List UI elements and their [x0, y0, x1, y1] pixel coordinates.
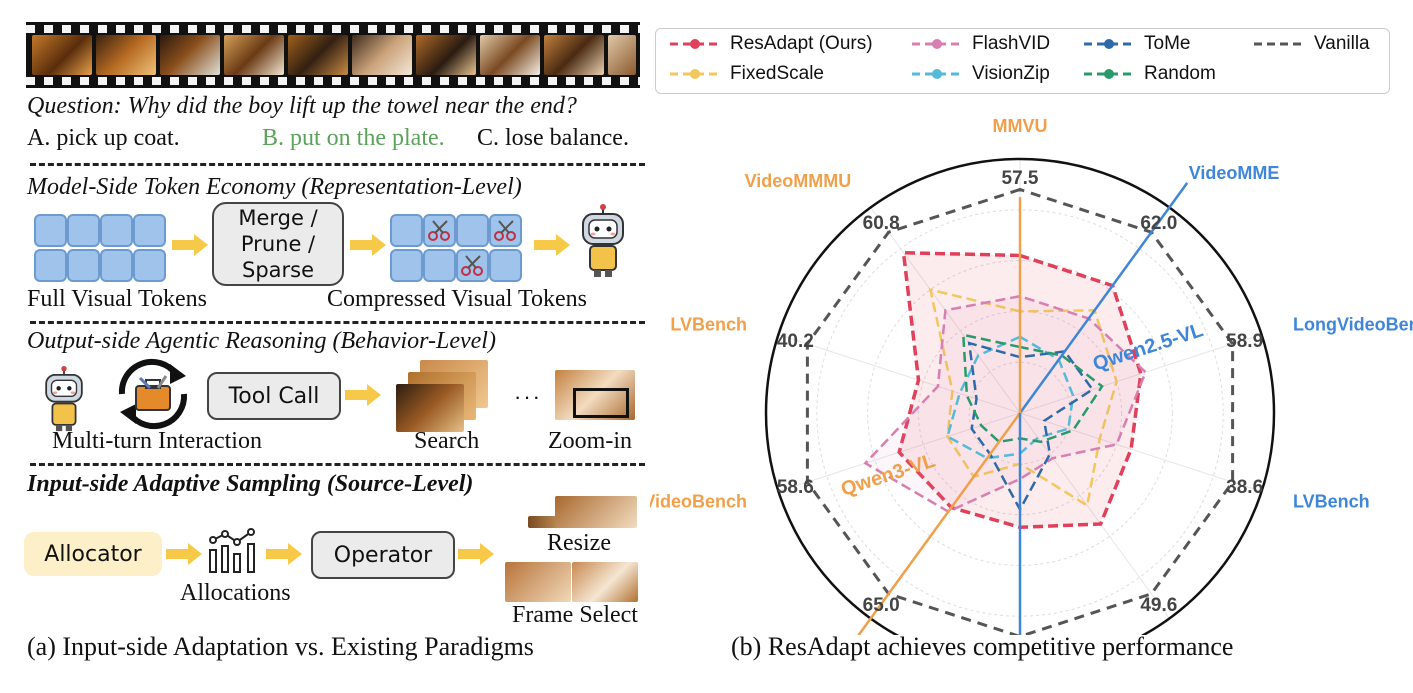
multi-turn-label: Multi-turn Interaction	[52, 428, 262, 454]
axis-label: LongVideoBench	[1293, 314, 1413, 334]
arrow-icon	[350, 234, 386, 256]
axis-max-label: 40.2	[777, 331, 814, 352]
option-a: A. pick up coat.	[27, 125, 180, 151]
grid-circle	[867, 260, 1173, 566]
grid-spoke	[1019, 412, 1262, 492]
axis-label: LVBench	[670, 314, 747, 334]
scissors-icon	[494, 220, 516, 241]
left-caption: (a) Input-side Adaptation vs. Existing P…	[27, 632, 534, 661]
axis-max-label: 58.9	[1226, 331, 1263, 352]
axis-max-label: 60.8	[863, 213, 900, 234]
legend-label: Vanilla	[1314, 33, 1370, 54]
legend-item: VisionZip	[912, 63, 1050, 85]
frame-select-label: Frame Select	[512, 602, 638, 628]
allocator-box: Allocator	[24, 532, 162, 576]
operator-box: Operator	[311, 531, 455, 579]
zoom-in-label: Zoom-in	[548, 428, 632, 454]
right-caption: (b) ResAdapt achieves competitive perfor…	[731, 632, 1234, 661]
full-tokens-label: Full Visual Tokens	[27, 286, 208, 312]
merge-prune-sparse-box: Merge / Prune / Sparse	[212, 202, 344, 286]
axis-label: VideoMMMU	[745, 171, 852, 191]
divider-1	[30, 163, 645, 166]
legend-label: FlashVID	[972, 33, 1051, 54]
axis-max-label: 65.0	[863, 595, 900, 616]
zoom-photo	[555, 370, 635, 420]
question-text: Question: Why did the boy lift up the to…	[27, 93, 577, 119]
sparse-label: Sparse	[241, 258, 315, 282]
section1-title: Model-Side Token Economy (Representation…	[27, 174, 522, 200]
arrow-icon	[166, 543, 202, 565]
scissors-icon	[461, 255, 483, 276]
legend-item: ToMe	[1084, 33, 1190, 55]
video-filmstrip	[26, 22, 640, 88]
compressed-tokens-label: Compressed Visual Tokens	[327, 286, 587, 312]
legend-label: Random	[1144, 63, 1216, 84]
arrow-icon	[266, 543, 302, 565]
grid-circle	[917, 310, 1123, 516]
arrow-icon	[345, 384, 381, 406]
axis-max-label: 62.0	[1140, 213, 1177, 234]
legend-label: VisionZip	[972, 63, 1050, 84]
option-c: C. lose balance.	[477, 125, 629, 151]
option-b: B. put on the plate.	[262, 125, 445, 151]
legend-item: FixedScale	[670, 63, 824, 85]
tool-call-box: Tool Call	[207, 372, 341, 420]
grid-spoke	[1019, 334, 1262, 414]
model-divider-line	[1018, 182, 1189, 414]
merge-label: Merge /	[238, 206, 318, 230]
grid-spoke	[1019, 412, 1170, 619]
legend-item: FlashVID	[912, 33, 1050, 55]
scissors-icon	[428, 220, 450, 241]
axis-max-label: 57.5	[1002, 168, 1039, 189]
section3-title: Input-side Adaptive Sampling (Source-Lev…	[27, 471, 474, 497]
axis-label: VideoMME	[1189, 163, 1280, 183]
arrow-icon	[172, 234, 208, 256]
legend-label: ResAdapt (Ours)	[730, 33, 873, 54]
grid-spoke	[778, 334, 1021, 414]
axis-label: LVBench	[1293, 492, 1370, 512]
arrow-icon	[534, 234, 570, 256]
axis-max-label: 38.6	[1226, 477, 1263, 498]
legend-label: ToMe	[1144, 33, 1191, 54]
axis-max-label: 58.6	[777, 477, 814, 498]
series-line	[805, 187, 1235, 635]
axis-label: LongVideoBench	[650, 492, 747, 512]
arrow-icon	[458, 543, 494, 565]
ellipsis: ···	[514, 384, 542, 409]
model-divider-line	[857, 412, 1022, 635]
legend-item: Vanilla	[1254, 33, 1370, 55]
resize-label: Resize	[547, 530, 611, 556]
search-label: Search	[414, 428, 480, 454]
prune-label: Prune /	[240, 232, 316, 256]
axis-label: MMVU	[993, 116, 1048, 136]
legend-label: FixedScale	[730, 63, 824, 84]
divider-3	[30, 463, 645, 466]
series-line	[863, 294, 1148, 514]
outer-circle	[764, 157, 1276, 635]
section2-title: Output-side Agentic Reasoning (Behavior-…	[27, 328, 496, 354]
axis-max-label: 49.6	[1140, 595, 1177, 616]
radar-chart: MMVU57.5VideoMMMU60.8LVBench40.2LongVide…	[650, 116, 1413, 635]
legend-item: Random	[1084, 63, 1216, 85]
robot-icon	[582, 204, 624, 277]
chart-legend: ResAdapt (Ours) FixedScale FlashVID Visi…	[655, 28, 1390, 94]
allocations-chart-icon	[209, 528, 255, 573]
legend-item: ResAdapt (Ours)	[670, 33, 873, 55]
divider-2	[30, 321, 645, 324]
allocations-label: Allocations	[180, 580, 291, 606]
toolbox-cycle-icon	[118, 358, 188, 430]
robot-icon	[45, 366, 83, 432]
